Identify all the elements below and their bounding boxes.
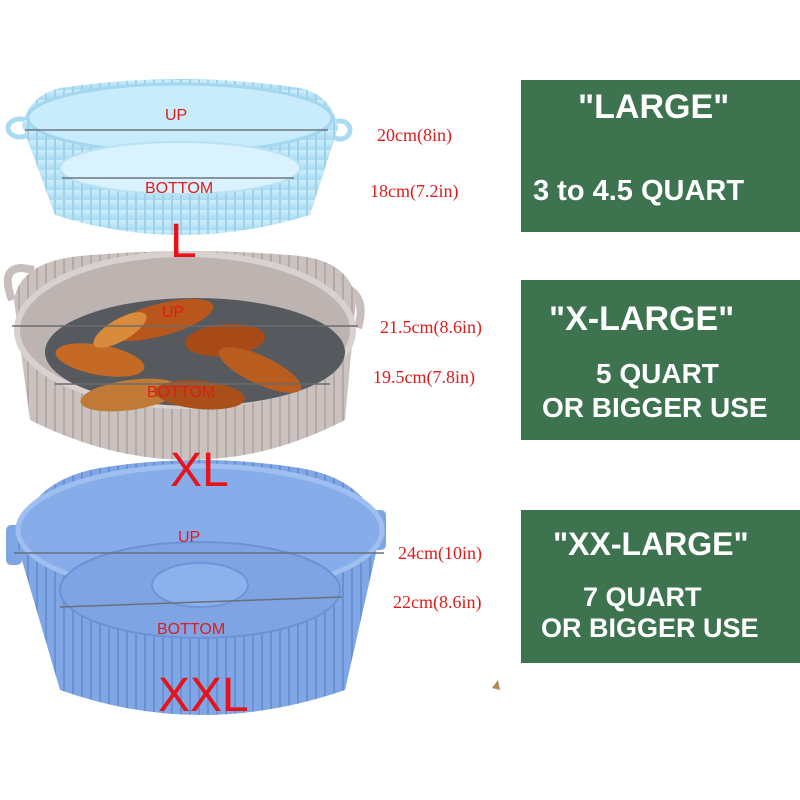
liner-large — [5, 79, 353, 235]
large-up-measure: 20cm(8in) — [377, 125, 452, 145]
panel-large-line1: 3 to 4.5 QUART — [533, 175, 745, 207]
panel-xlarge-title: "X-LARGE" — [549, 300, 735, 338]
liner-xlarge — [3, 251, 365, 460]
xlarge-bottom-label: BOTTOM — [147, 384, 216, 401]
panel-xlarge: "X-LARGE" 5 QUART OR BIGGER USE — [521, 280, 800, 440]
panel-xlarge-line2: OR BIGGER USE — [542, 392, 768, 423]
panel-xxlarge-line2: OR BIGGER USE — [541, 613, 759, 643]
xxlarge-bottom-label: BOTTOM — [157, 621, 226, 638]
xxlarge-up-measure: 24cm(10in) — [398, 543, 482, 563]
size-letter-xlarge: XL — [170, 444, 229, 497]
size-letter-xxlarge: XXL — [158, 669, 249, 722]
liners-illustration — [3, 79, 500, 715]
size-letter-large: L — [170, 215, 197, 268]
panel-xxlarge: "XX-LARGE" 7 QUART OR BIGGER USE — [521, 510, 800, 663]
large-up-label: UP — [165, 107, 188, 124]
panel-xxlarge-line1: 7 QUART — [583, 582, 702, 612]
panel-xlarge-line1: 5 QUART — [596, 358, 719, 389]
xlarge-up-label: UP — [162, 304, 185, 321]
small-mark — [492, 680, 500, 690]
large-bottom-label: BOTTOM — [145, 180, 214, 197]
liner-xxlarge — [6, 460, 386, 715]
panel-large: "LARGE" 3 to 4.5 QUART — [521, 80, 800, 232]
xlarge-up-measure: 21.5cm(8.6in) — [380, 317, 482, 337]
xxlarge-up-label: UP — [178, 529, 201, 546]
chicken-wings — [55, 298, 302, 412]
xxlarge-bottom-measure: 22cm(8.6in) — [393, 592, 482, 612]
xlarge-bottom-measure: 19.5cm(7.8in) — [373, 367, 475, 387]
panel-xxlarge-title: "XX-LARGE" — [553, 526, 749, 562]
large-bottom-measure: 18cm(7.2in) — [370, 181, 459, 201]
panel-large-title: "LARGE" — [578, 88, 730, 126]
